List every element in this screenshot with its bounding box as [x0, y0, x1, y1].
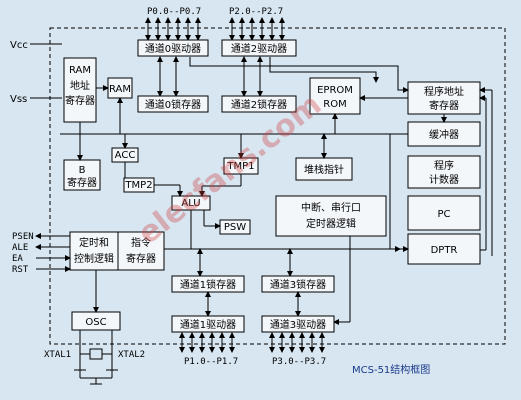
port2-label: P2.0--P2.7	[229, 7, 283, 17]
port1-pins	[179, 332, 235, 353]
port1-label: P1.0--P1.7	[184, 357, 238, 367]
ch3-driver-box	[261, 315, 335, 333]
alu-label: ALU	[181, 198, 200, 209]
timing-line2: 控制逻辑	[74, 252, 114, 265]
acc-label: ACC	[115, 150, 136, 161]
program-counter-line1: 程序	[434, 159, 454, 172]
port0-pins	[145, 17, 201, 41]
ch0-latch-label: 通道0锁存器	[145, 98, 201, 111]
interrupt-logic-box	[275, 195, 387, 237]
program-counter-line2: 计数器	[429, 173, 459, 186]
ram-addr-line2: 地址	[70, 79, 90, 92]
port3-pins	[269, 332, 325, 353]
ch2-latch-box	[221, 95, 297, 113]
ch2-driver-top-label: 通道2驱动器	[231, 42, 287, 55]
xtal2-label: XTAL2	[118, 350, 145, 360]
ea-label: EA	[12, 254, 23, 264]
tmp2-label: TMP2	[124, 180, 152, 191]
alu-shape	[171, 195, 211, 211]
ch0-latch-box	[137, 95, 209, 113]
ir-line1: 指令	[131, 236, 151, 249]
buffer-box	[407, 121, 481, 147]
dptr-label: DPTR	[431, 245, 458, 256]
interrupt-line1: 中断、串行口	[301, 201, 361, 214]
pc-label: PC	[437, 209, 450, 220]
psen-label: PSEN	[12, 232, 34, 242]
ch1-driver-box	[171, 315, 245, 333]
dptr-box	[407, 233, 481, 265]
ram-addr-line3: 寄存器	[65, 94, 95, 107]
ram-addr-line1: RAM	[69, 65, 91, 76]
program-counter-box	[407, 155, 481, 189]
interrupt-line2: 定时器逻辑	[306, 217, 356, 230]
ch3-driver-label: 通道3驱动器	[270, 318, 326, 331]
stack-pointer-label: 堆栈指针	[304, 163, 344, 176]
program-address-register-box	[407, 81, 481, 115]
vcc-label: Vcc	[10, 40, 28, 51]
pc-addr-line1: 程序地址	[424, 85, 464, 98]
port3-label: P3.0--P3.7	[272, 357, 326, 367]
tmp1-label: TMP1	[226, 161, 254, 172]
crystal-symbol	[89, 348, 103, 360]
ch2-latch-label: 通道2锁存器	[231, 98, 287, 111]
buffer-label: 缓冲器	[429, 128, 459, 141]
port2-pins	[229, 17, 285, 41]
diagram-caption: MCS-51结构框图	[352, 363, 430, 376]
chip-boundary	[49, 27, 506, 345]
rom-label: ROM	[323, 99, 346, 110]
b-reg-line1: B	[79, 165, 86, 176]
ale-label: ALE	[12, 243, 28, 253]
pc-box	[407, 195, 481, 231]
eprom-label: EPROM	[317, 85, 353, 96]
ch0-driver-top-label: 通道0驱动器	[145, 42, 201, 55]
timing-control-box	[69, 231, 165, 271]
osc-label: OSC	[85, 317, 106, 328]
xtal1-label: XTAL1	[44, 350, 71, 360]
b-reg-line2: 寄存器	[67, 176, 97, 189]
ch3-latch-label: 通道3锁存器	[270, 278, 326, 291]
pc-addr-line2: 寄存器	[429, 99, 459, 112]
b-register-box	[63, 159, 101, 191]
ch1-latch-label: 通道1锁存器	[180, 278, 236, 291]
vss-label: Vss	[10, 94, 27, 105]
rst-label: RST	[12, 265, 29, 275]
ch1-driver-label: 通道1驱动器	[180, 318, 236, 331]
psw-label: PSW	[224, 222, 246, 233]
ir-line2: 寄存器	[126, 252, 156, 265]
ram-label: RAM	[109, 84, 131, 95]
timing-line1: 定时和	[79, 236, 109, 249]
port0-label: P0.0--P0.7	[147, 7, 201, 17]
